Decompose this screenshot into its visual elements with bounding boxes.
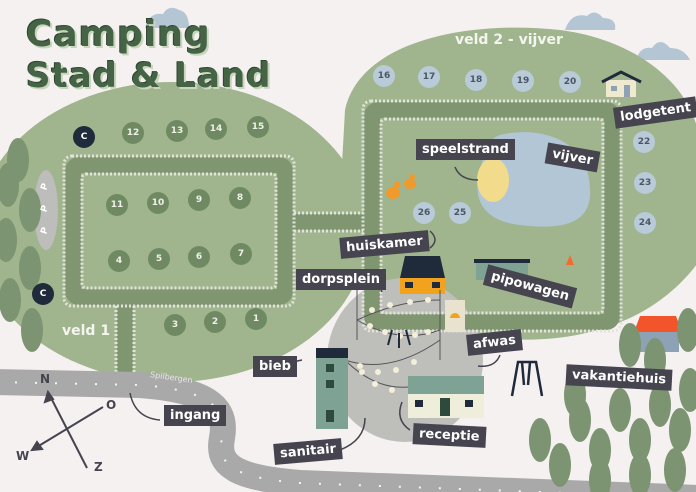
- pitch-14[interactable]: 14: [205, 118, 227, 140]
- tree-icon: [0, 278, 21, 322]
- pointer-arrows: [129, 166, 501, 451]
- pitch-6[interactable]: 6: [188, 246, 210, 268]
- tree-icon: [619, 323, 641, 367]
- tree-icon: [649, 383, 671, 427]
- label-ingang[interactable]: ingang: [164, 405, 227, 426]
- title-line-1: Camping: [26, 14, 211, 55]
- label-speelstrand[interactable]: speelstrand: [416, 139, 515, 160]
- huiskamer-building-icon: [400, 256, 445, 294]
- cloud-icon: [145, 7, 690, 60]
- label-dorpsplein[interactable]: dorpsplein: [296, 269, 386, 290]
- field-label-veld-1: veld 1: [62, 323, 111, 339]
- pitch-10[interactable]: 10: [147, 192, 169, 214]
- pitch-12[interactable]: 12: [122, 122, 144, 144]
- campsite-paths: [65, 102, 620, 380]
- compass-north: N: [40, 372, 51, 386]
- terrace-table-icon: [387, 329, 411, 348]
- tree-icon: [669, 408, 691, 452]
- compass-icon: [30, 389, 104, 469]
- pitch-18[interactable]: 18: [465, 69, 487, 91]
- pitch-1[interactable]: 1: [245, 308, 267, 330]
- pitch-20[interactable]: 20: [559, 71, 581, 93]
- tree-icon: [21, 308, 43, 352]
- pitch-4[interactable]: 4: [108, 250, 130, 272]
- tree-icon: [664, 448, 686, 492]
- title-line-2: Stad & Land: [26, 56, 272, 96]
- play-beach: [477, 158, 509, 202]
- pitch-7[interactable]: 7: [230, 243, 252, 265]
- pitch-16[interactable]: 16: [373, 65, 395, 87]
- pitch-24[interactable]: 24: [634, 212, 656, 234]
- tree-icon: [609, 388, 631, 432]
- tree-icon: [629, 418, 651, 462]
- field-label-veld-2: veld 2 - vijver: [455, 32, 563, 48]
- pitch-22[interactable]: 22: [633, 131, 655, 153]
- pitch-15[interactable]: 15: [247, 116, 269, 138]
- pizza-oven-icon: [445, 300, 465, 332]
- pitch-26[interactable]: 26: [413, 202, 435, 224]
- swing-icon: [510, 360, 544, 397]
- pitch-2[interactable]: 2: [204, 311, 226, 333]
- compass-west: W: [16, 449, 30, 463]
- pitch-9[interactable]: 9: [188, 189, 210, 211]
- tree-icon: [19, 188, 41, 232]
- pitch-8[interactable]: 8: [229, 187, 251, 209]
- tree-icon: [629, 453, 651, 492]
- pitch-25[interactable]: 25: [449, 202, 471, 224]
- camper-spot[interactable]: C: [73, 126, 95, 148]
- label-receptie[interactable]: receptie: [412, 423, 487, 448]
- campfire-icon: [566, 255, 574, 265]
- pitch-23[interactable]: 23: [634, 172, 656, 194]
- label-bieb[interactable]: bieb: [253, 356, 297, 377]
- tree-icon: [589, 458, 611, 492]
- tree-icon: [529, 418, 551, 462]
- pitch-17[interactable]: 17: [418, 66, 440, 88]
- receptie-building-icon: [408, 376, 484, 418]
- tree-icon: [0, 163, 19, 207]
- compass-south: Z: [94, 460, 103, 474]
- tree-icon: [677, 308, 696, 352]
- tree-icon: [0, 218, 17, 262]
- tree-icon: [679, 368, 696, 412]
- pitch-11[interactable]: 11: [106, 194, 128, 216]
- sanitair-building-icon: [316, 348, 348, 429]
- chicken-icon: [386, 174, 416, 199]
- compass-east: O: [106, 398, 117, 412]
- tree-icon: [19, 246, 41, 290]
- pitch-13[interactable]: 13: [166, 120, 188, 142]
- tree-icon: [549, 443, 571, 487]
- parking-area: [34, 170, 58, 250]
- lodge-tent-icon: [601, 70, 642, 97]
- camper-spot[interactable]: C: [32, 283, 54, 305]
- pitch-19[interactable]: 19: [512, 70, 534, 92]
- pitch-3[interactable]: 3: [164, 314, 186, 336]
- trees: [0, 138, 696, 492]
- pitch-5[interactable]: 5: [148, 248, 170, 270]
